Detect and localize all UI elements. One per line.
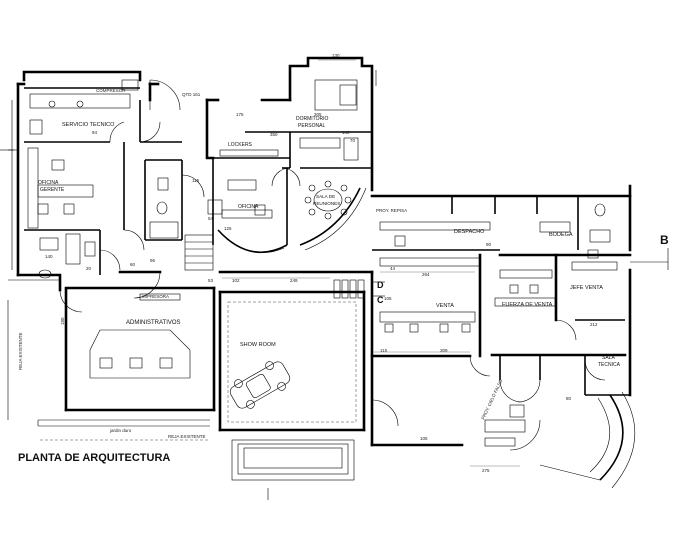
dim-54: 54 [208,216,214,221]
dim-115b: 115 [380,348,388,353]
dim-94: 94 [92,130,98,135]
section-mark-c: C [377,295,384,305]
dim-175: 175 [236,112,244,117]
room-oficina-gerente-2: GERENTE [40,187,65,193]
section-mark-b: B [660,233,669,247]
room-administrativos: ADMINISTRATIVOS [126,320,181,326]
section-lines [372,248,669,297]
dim-140b: 140 [45,254,53,259]
dim-212: 212 [590,322,598,327]
dim-309: 309 [440,348,448,353]
dim-249: 249 [290,278,298,283]
dim-161: QTD 161 [182,92,201,97]
note-proy-repisa: PROY. REPISA [376,208,407,213]
note-jardin-duro: jardin duro [109,428,132,433]
room-dormitorio-1: DORMITORIO [296,116,329,122]
note-impresora: IMPRESORA [142,294,169,299]
dim-70: 70 [350,138,356,143]
section-mark-d: D [377,280,384,290]
exterior-walls [16,56,632,447]
room-sala-reuniones-1: SALA DE [316,194,335,199]
room-venta: VENTA [436,303,454,309]
dim-264: 264 [422,272,430,277]
room-show-room: SHOW ROOM [240,342,276,348]
room-labels: SERVICIO TECNICO OFICINA GERENTE DORMITO… [38,116,621,368]
note-reja-bottom: REJA EXISTENTE [168,434,206,439]
dim-105b: 105 [420,436,428,441]
drawing-title: PLANTA DE ARQUITECTURA [18,452,170,464]
dim-350: 350 [270,132,278,137]
room-lockers: LOCKERS [228,142,253,148]
notes: COMPRESOR IMPRESORA REJA EXISTENTE REJA … [18,88,504,439]
dimension-labels: 130 QTD 161 175 305 350 140 70 115 125 5… [45,53,598,473]
dim-96: 96 [150,258,156,263]
dim-105: 105 [384,296,392,301]
dim-275: 275 [482,468,490,473]
dim-140: 140 [342,130,350,135]
interior-partitions [24,87,630,396]
room-oficina-gerente-1: OFICINA [38,180,59,186]
stair [184,234,214,271]
dim-80: 80 [566,396,572,401]
room-sala-tecnica-2: TECNICA [598,362,621,368]
dim-180: 180 [60,317,65,325]
dim-90: 90 [486,242,492,247]
note-cielo-falso: PROY. CIELO FALSO [480,378,503,420]
dim-125: 125 [224,226,232,231]
dim-44: 44 [390,266,396,271]
dim-102: 102 [232,278,240,283]
room-bodega: BODEGA [549,232,573,238]
room-oficina: OFICINA [238,204,259,210]
dim-60: 60 [130,262,136,267]
dim-115: 115 [192,178,200,183]
room-fuerza-de-venta: FUERZA DE VENTA [502,302,553,308]
dim-53: 53 [208,278,214,283]
note-reja-left: REJA EXISTENTE [18,332,23,370]
curved-walls [217,187,636,489]
dim-305: 305 [314,112,322,117]
note-compresor: COMPRESOR [96,88,126,93]
room-jefe-venta: JEFE VENTA [570,285,603,291]
dim-130: 130 [332,53,340,58]
room-servicio-tecnico: SERVICIO TECNICO [62,122,115,128]
room-dormitorio-2: PERSONAL [298,123,325,129]
exterior-elements [0,70,377,500]
room-despacho: DESPACHO [454,229,485,235]
room-sala-reuniones-2: REUNIONES [313,201,340,206]
room-sala-tecnica-1: SALA [602,355,615,361]
door-swings [59,79,606,451]
dim-20: 20 [86,266,92,271]
furniture [27,79,618,447]
